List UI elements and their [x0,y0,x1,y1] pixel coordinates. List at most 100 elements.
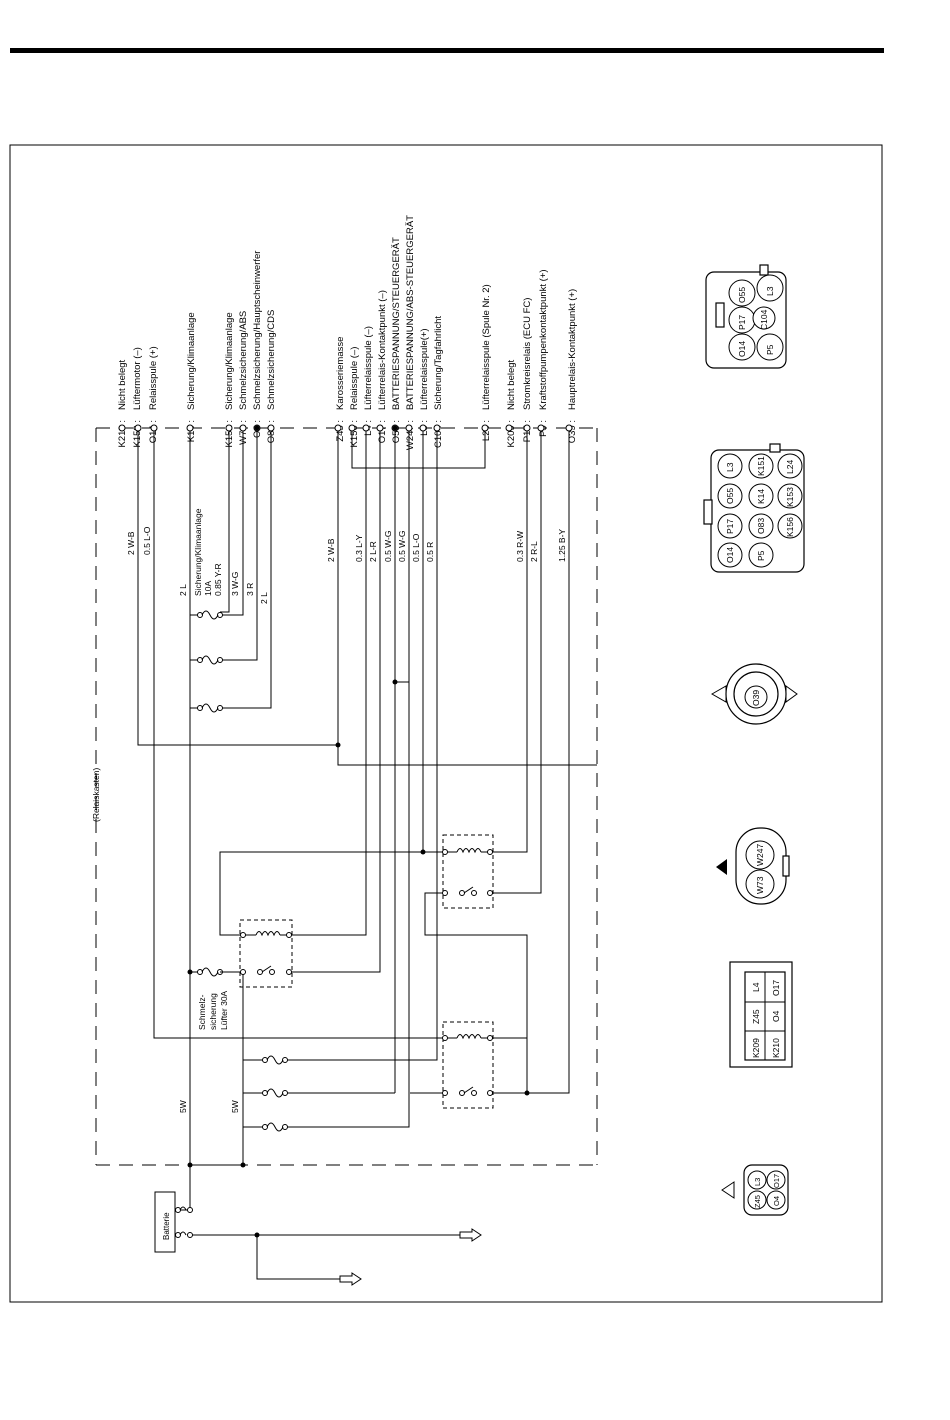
wire-label: 0.5 W-G [397,531,407,563]
fusible-link-label: Lüfter 30A [219,990,229,1030]
pin-label: O14 [725,547,735,563]
legend-code: K210 : [117,420,128,447]
wire-label: 0.5 L-O [411,533,421,562]
legend-desc: Karosseriemasse [335,337,346,410]
legend: K210 : Nicht belegt K153 : Lüftermotor (… [117,215,578,450]
wire-label: 2 R-L [529,541,539,562]
pin-label: K209 [751,1038,761,1058]
wire-label: 0.5 L-O [142,526,152,555]
fuse-5w-2 [262,1088,288,1098]
wire-label: 0.3 L-Y [354,534,364,562]
pin-label: P5 [765,344,775,355]
pin-label: K156 [785,517,795,537]
connector-6: Z45 L3 O4 O17 [721,1164,789,1216]
wire-labels: 2 W-B 0.5 L-O 2 L Sicherung/Klimaanlage … [126,508,567,1113]
battery-label: Batterie [162,1212,171,1240]
wire-label: 0.5 R [425,542,435,562]
legend-desc: Stromkreisrelais (ECU FC) [522,298,533,410]
wire-label: 5W [178,1100,188,1113]
pin-label: P17 [725,519,735,534]
legend-desc: Relaisspule (–) [349,347,360,410]
legend-desc: Sicherung/Klimaanlage [186,312,197,410]
connector-4: W73 W247 [716,827,790,905]
wire-label: 0.3 R-W [515,531,525,562]
fuse-label: Sicherung/Klimaanlage [193,508,203,596]
pin-label: O39 [751,690,761,706]
legend-group-4: Z45 : Karosseriemasse K156 : Relaisspule… [335,215,444,450]
pin-label: O14 [737,341,747,357]
legend-desc: Lüfterrelaisspule(+) [419,328,430,410]
wire-label: 1.25 B-Y [557,529,567,562]
relay-box-outline: (Relaiskasten) [91,427,598,1166]
pin-label: O4 [771,1010,781,1022]
pin-label: P5 [756,550,766,561]
legend-desc: Nicht belegt [117,359,128,410]
wire-label: 2 L [259,592,269,604]
pin-label: L3 [765,286,775,296]
fusible-link-label: sicherung [208,993,218,1030]
relay-1 [239,919,293,988]
wire-label: 2 W-B [326,538,336,562]
relay-box-label: (Relaiskasten) [91,768,101,822]
connector-1: O14 P17 O55 C104 P5 L3 [705,264,787,369]
pin-label: P17 [737,315,747,330]
arrow-right-icon [339,1272,362,1286]
fuse-klimaanlage [197,610,223,620]
fuse-fan-30a [197,967,243,977]
pin-label: C104 [759,309,769,330]
legend-code: O17 : [377,420,388,443]
legend-desc: Schmelzsicherung/Hauptscheinwerfer [252,251,263,410]
legend-desc: Relaisspule (+) [148,346,159,410]
junctions [187,425,530,1238]
relay-2 [442,834,494,909]
pin-label: O4 [772,1196,781,1206]
relays [239,834,494,1109]
pin-label: O83 [756,518,766,534]
arrow-right-icon [459,1228,482,1242]
legend-group-3: K151 : Sicherung/Klimaanlage W73 : Schme… [224,251,277,448]
fuse-5w-3 [262,1122,288,1132]
pin-label: K14 [756,489,766,504]
legend-code: K209 : [506,420,517,447]
fuse-5w-1 [262,1055,288,1065]
legend-desc: BATTERIESPANNUNG/STEUERGERÄT [391,237,402,410]
legend-desc: Sicherung/Klimaanlage [224,312,235,410]
pin-label: O17 [772,1174,781,1188]
diagram-frame [9,144,883,1303]
legend-desc: Hauptrelais-Kontaktpunkt (+) [567,289,578,410]
wire-label: 2 W-B [126,531,136,555]
connectors: O14 P17 O55 C104 P5 L3 O14 P17 O55 L3 P5… [703,264,805,1216]
connector-5: K209 Z45 L4 K210 O4 O17 [729,961,793,1068]
fuse-headlamp [197,655,223,665]
fuse-rating: 10A [203,581,213,596]
pin-label: O17 [771,980,781,996]
pin-label: O55 [725,488,735,504]
pin-label: O55 [737,287,747,303]
wire-label: 2 L-R [368,541,378,562]
legend-desc: Kraftstoffpumpenkontaktpunkt (+) [538,269,549,410]
connector-2: O14 P17 O55 L3 P5 O83 K14 K151 K156 K153… [703,443,805,573]
fusible-link-label: Schmelz- [197,994,207,1030]
legend-code: O39 : [567,420,578,443]
pin-label: K210 [771,1038,781,1058]
legend-code: C104 : [433,420,444,448]
legend-desc: Schmelzsicherung/CDS [266,310,277,410]
legend-code: O55 : [391,420,402,443]
connector-3: O39 [710,663,798,725]
legend-desc: Sicherung/Tagfahrlicht [433,316,444,410]
wire-label: 3 W-G [230,572,240,596]
legend-desc: Schmelzsicherung/ABS [238,311,249,410]
pin-label: L24 [785,460,795,474]
pin-label: Z45 [751,1009,761,1024]
legend-desc: Lüfterrelaisspule (Spule Nr. 2) [481,284,492,410]
wire-label: 5W [230,1100,240,1113]
legend-group-5: L24 : Lüfterrelaisspule (Spule Nr. 2) [481,284,492,441]
wire-label: 0.85 Y-R [213,563,223,596]
legend-code: Z45 : [335,420,346,442]
legend-group-6: K209 : Nicht belegt P17 : Stromkreisrela… [506,269,578,447]
legend-desc: Lüftermotor (–) [132,347,143,410]
pin-label: W73 [755,876,765,894]
legend-desc: Nicht belegt [506,359,517,410]
header-rule [10,48,884,53]
wire-label: 3 R [245,583,255,596]
